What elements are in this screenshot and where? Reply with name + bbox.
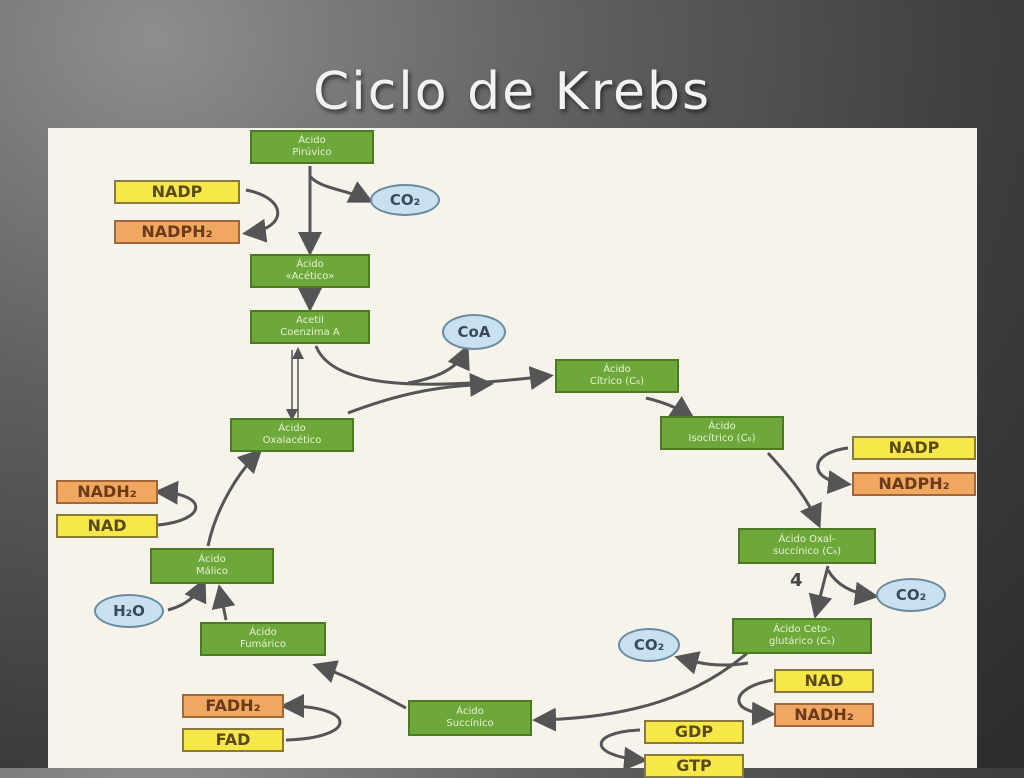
tag-gtp: GTP xyxy=(644,754,744,778)
box-acido-succinico: Ácido Succínico xyxy=(408,700,532,736)
tag-nadh2-2: NADH₂ xyxy=(56,480,158,504)
arrow-h2o-uptake xyxy=(167,577,207,612)
arrow-nadp-nadph2-1 xyxy=(242,188,280,243)
arrow-succinico-fumarico xyxy=(312,660,407,710)
tag-nad-2: NAD xyxy=(56,514,158,538)
arrow-acetil-citrico xyxy=(314,345,554,391)
tag-nadph2-1: NADPH₂ xyxy=(114,220,240,244)
tag-nadph2-2: NADPH₂ xyxy=(852,472,976,496)
arrow-citrico-isocitrico xyxy=(645,396,695,420)
arrow-fumarico-malico xyxy=(211,584,236,621)
box-acido-citrico: Ácido Cítrico (C₆) xyxy=(555,359,679,393)
bubble-h2o: H₂O xyxy=(94,594,164,628)
tag-gdp: GDP xyxy=(644,720,744,744)
arrow-nadp-nadph2-2 xyxy=(816,446,852,495)
box-acido-piruvico: Ácido Pirúvico xyxy=(250,130,374,164)
box-acido-oxalsuccinico: Ácido Oxal- succínico (C₆) xyxy=(738,528,876,564)
arrow-isocitrico-oxalsuccinico xyxy=(766,451,822,529)
tag-nadh2-1: NADH₂ xyxy=(774,703,874,727)
box-acido-fumarico: Ácido Fumárico xyxy=(200,622,326,656)
tag-nadp-2: NADP xyxy=(852,436,976,460)
arrow-gdp-gtp xyxy=(599,728,648,768)
arrow-nad-nadh2-1 xyxy=(737,678,776,726)
bubble-co2-2: CO₂ xyxy=(876,578,946,612)
box-acido-cetoglutarico: Ácido Ceto- glutárico (C₅) xyxy=(732,618,872,654)
bubble-coa: CoA xyxy=(442,314,506,350)
arrow-nad-nadh2-2 xyxy=(154,480,198,527)
tag-fad: FAD xyxy=(182,728,284,752)
slide-title: Ciclo de Krebs xyxy=(312,62,712,122)
arrow-oxalacetico-citrico xyxy=(347,372,494,415)
box-acido-oxalacetico: Ácido Oxalacético xyxy=(230,418,354,452)
box-acido-acetico: Ácido «Acético» xyxy=(250,254,370,288)
step-number-label: 4 xyxy=(790,570,803,591)
arrow-oxalsuccinico-cetoglutarico xyxy=(808,565,833,619)
diagram-arrows xyxy=(154,166,879,768)
arrow-fad-fadh2 xyxy=(280,694,342,742)
arrow-coa-release xyxy=(407,344,470,385)
arrow-co2-release-1 xyxy=(308,175,374,203)
krebs-diagram-panel: Ácido Pirúvico Ácido «Acético» Acetil Co… xyxy=(48,128,977,778)
arrow-co2-release-3 xyxy=(674,651,749,675)
bubble-co2-1: CO₂ xyxy=(370,184,440,216)
bubble-co2-3: CO₂ xyxy=(618,628,680,662)
box-acido-malico: Ácido Málico xyxy=(150,548,274,584)
arrow-malico-oxalacetico xyxy=(206,448,263,547)
box-acetil-coenzima-a: Acetil Coenzima A xyxy=(250,310,370,344)
tag-fadh2: FADH₂ xyxy=(182,694,284,718)
arrow-co2-release-2 xyxy=(826,569,879,606)
tag-nad-1: NAD xyxy=(774,669,874,693)
box-acido-isocitrico: Ácido Isocítrico (C₆) xyxy=(660,416,784,450)
tag-nadp-1: NADP xyxy=(114,180,240,204)
